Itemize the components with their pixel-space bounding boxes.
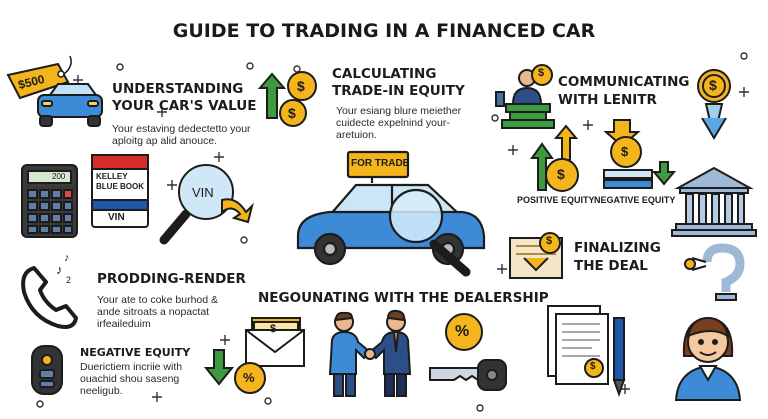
section-title: THE DEAL	[574, 258, 648, 274]
section-title: NEGATIVE EQUITY	[80, 346, 191, 359]
magnifier-vin-icon	[159, 164, 254, 245]
percent-badge-icon	[445, 313, 483, 351]
section-body: Duerictiem incriie with	[80, 361, 183, 373]
section-body: ouachid shou saseng	[80, 373, 180, 385]
music-note-glyph: ♪	[64, 252, 70, 264]
coin-icon	[279, 71, 317, 127]
dollar-glyph: $	[557, 166, 565, 182]
dollar-glyph: $	[546, 235, 553, 247]
blue-book-label: KELLEY	[96, 172, 128, 181]
section-title: YOUR CAR'S VALUE	[112, 98, 257, 114]
section-body: aploitg ap alid anouce.	[112, 135, 218, 147]
blue-book-vin: VIN	[108, 212, 125, 223]
section-title: WITH LENITR	[558, 92, 657, 108]
bank-icon	[671, 166, 757, 237]
down-arrow-icon	[203, 349, 235, 386]
section-title: COMMUNICATING	[558, 74, 690, 90]
section-body: Your esiang blure meiether	[336, 105, 462, 117]
section-body: cuidecte expelnind your-	[336, 117, 450, 129]
calculator-display: 200	[52, 172, 66, 181]
dollar-glyph: $	[288, 105, 296, 121]
blue-book-label: BLUE BOOK	[96, 182, 144, 191]
equity-up-arrow-icon	[257, 72, 287, 119]
trade-in-car-icon	[296, 150, 486, 277]
dollar-glyph: $	[297, 78, 305, 94]
music-note-glyph: ♪	[56, 262, 63, 277]
lender-person-icon	[495, 64, 555, 129]
calculator-icon	[21, 164, 78, 238]
section-body: aretuion.	[336, 129, 377, 141]
question-link-icon	[684, 243, 745, 301]
section-body: irfeaileduim	[97, 318, 151, 330]
percent-glyph: %	[243, 370, 255, 385]
dollar-glyph: $	[709, 77, 717, 93]
dollar-glyph: $	[538, 67, 545, 79]
for-trade-sign: FOR TRADE	[351, 158, 410, 169]
page-title: GUIDE TO TRADING IN A FINANCED CAR	[172, 20, 596, 42]
section-title: PRODDING-RENDER	[97, 271, 246, 287]
section-title: CALCULATING	[332, 66, 437, 82]
negative-equity-label: NEGATIVE EQUITY	[594, 195, 676, 205]
positive-equity-label: POSITIVE EQUITY	[517, 195, 595, 205]
blue-book-icon	[91, 154, 149, 228]
pen-icon	[612, 317, 626, 397]
negative-equity-icon	[603, 119, 677, 189]
phone-icon	[21, 266, 78, 329]
document-stack-icon	[547, 305, 609, 385]
section-title: UNDERSTANDING	[112, 81, 244, 97]
woman-agent-icon	[674, 316, 742, 401]
small-car-icon	[37, 83, 103, 127]
section-title: FINALIZING	[574, 240, 661, 256]
section-body: neeligub.	[80, 385, 123, 397]
section-title: TRADE-IN EQUITY	[332, 83, 465, 99]
coin-pendant-icon	[697, 69, 731, 140]
dollar-glyph: $	[621, 144, 629, 159]
dollar-glyph: $	[270, 323, 277, 335]
small-2-glyph: 2	[66, 275, 72, 285]
percent-coin-icon	[234, 362, 266, 394]
car-key-icon	[429, 359, 507, 391]
dollar-glyph: $	[590, 361, 596, 372]
section-body: Your estaving dedectetto your	[112, 123, 251, 135]
sparkle-decorations	[36, 52, 749, 412]
price-tag-icon	[6, 55, 72, 100]
section-body: ande sitroats a nopactat	[97, 306, 210, 318]
section-body: Your ate to coke burhod &	[97, 294, 219, 306]
positive-equity-icon	[530, 124, 579, 192]
percent-glyph: %	[455, 323, 470, 340]
vin-label: VIN	[192, 185, 214, 200]
key-fob-icon	[31, 345, 63, 395]
contract-icon	[509, 232, 563, 279]
section-title-negotiating: NEGOUNATING WITH THE DEALERSHIP	[258, 290, 549, 306]
handshake-people-icon	[328, 309, 412, 397]
money-envelope-icon	[245, 317, 305, 367]
